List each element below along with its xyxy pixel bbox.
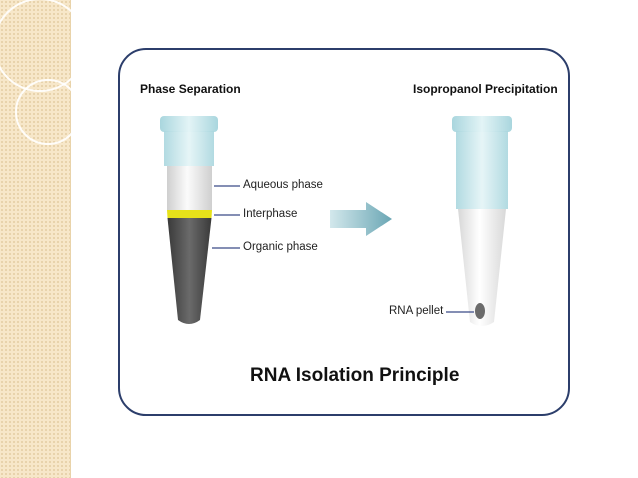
rna-pellet-label: RNA pellet (389, 305, 444, 317)
left-tube (160, 116, 218, 324)
aqueous-phase-layer (167, 166, 212, 210)
left-leader-lines (212, 185, 240, 249)
interphase-label: Interphase (243, 208, 298, 220)
interphase-layer (167, 210, 212, 218)
organic-phase-layer (167, 218, 212, 324)
right-tube-upper (456, 131, 508, 209)
left-tube-upper (164, 131, 214, 166)
rna-pellet-mark (475, 303, 485, 319)
decorative-ring-large (0, 0, 87, 92)
decorative-side-strip (0, 0, 71, 478)
aqueous-phase-label: Aqueous phase (243, 179, 323, 191)
left-heading: Phase Separation (140, 82, 241, 96)
diagram-caption: RNA Isolation Principle (250, 365, 460, 386)
decorative-ring-small (15, 79, 81, 145)
right-arrow-icon (330, 202, 392, 236)
organic-phase-label: Organic phase (243, 241, 318, 253)
left-tube-cap (160, 116, 218, 132)
right-tube-cap (452, 116, 512, 132)
right-tube (452, 116, 512, 326)
right-heading: Isopropanol Precipitation (413, 82, 558, 96)
decorative-rings (0, 0, 87, 145)
right-tube-lower (458, 209, 506, 326)
